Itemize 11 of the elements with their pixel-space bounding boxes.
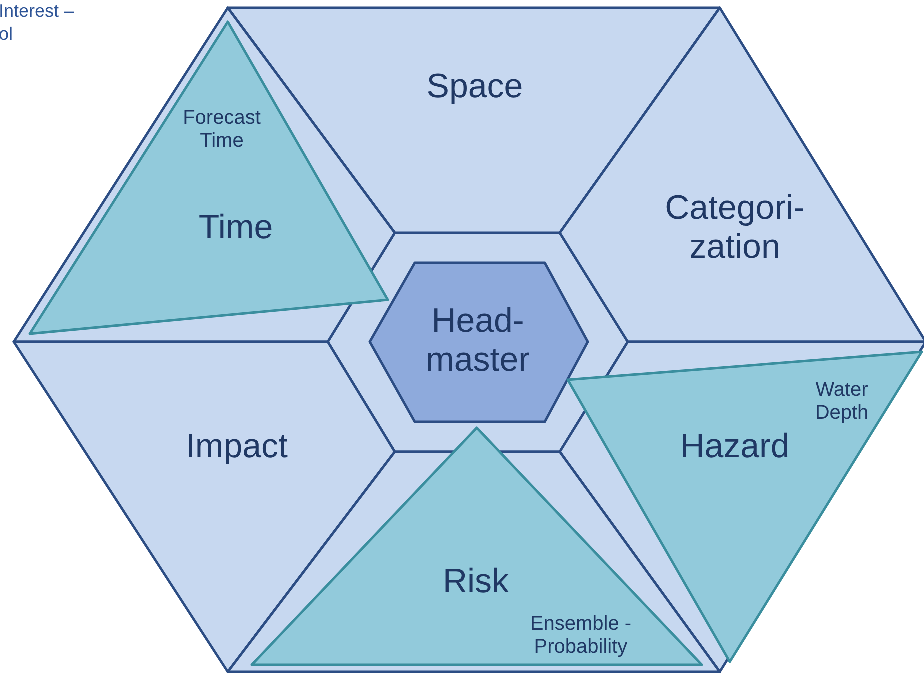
sub-label: Ensemble - Probability	[529, 613, 633, 659]
segment-label: Categori- zation	[664, 188, 806, 268]
note-text: Interest – ol	[0, 0, 76, 46]
segment-label: Space	[426, 67, 524, 107]
sub-label: Water Depth	[814, 379, 870, 425]
sub-label: Forecast Time	[182, 107, 262, 153]
segment-label: Head- master	[425, 302, 531, 380]
segment-label: Risk	[442, 562, 510, 602]
segment-label: Time	[198, 208, 274, 248]
segment-label: Hazard	[679, 427, 791, 467]
segment-label: Impact	[184, 427, 290, 467]
